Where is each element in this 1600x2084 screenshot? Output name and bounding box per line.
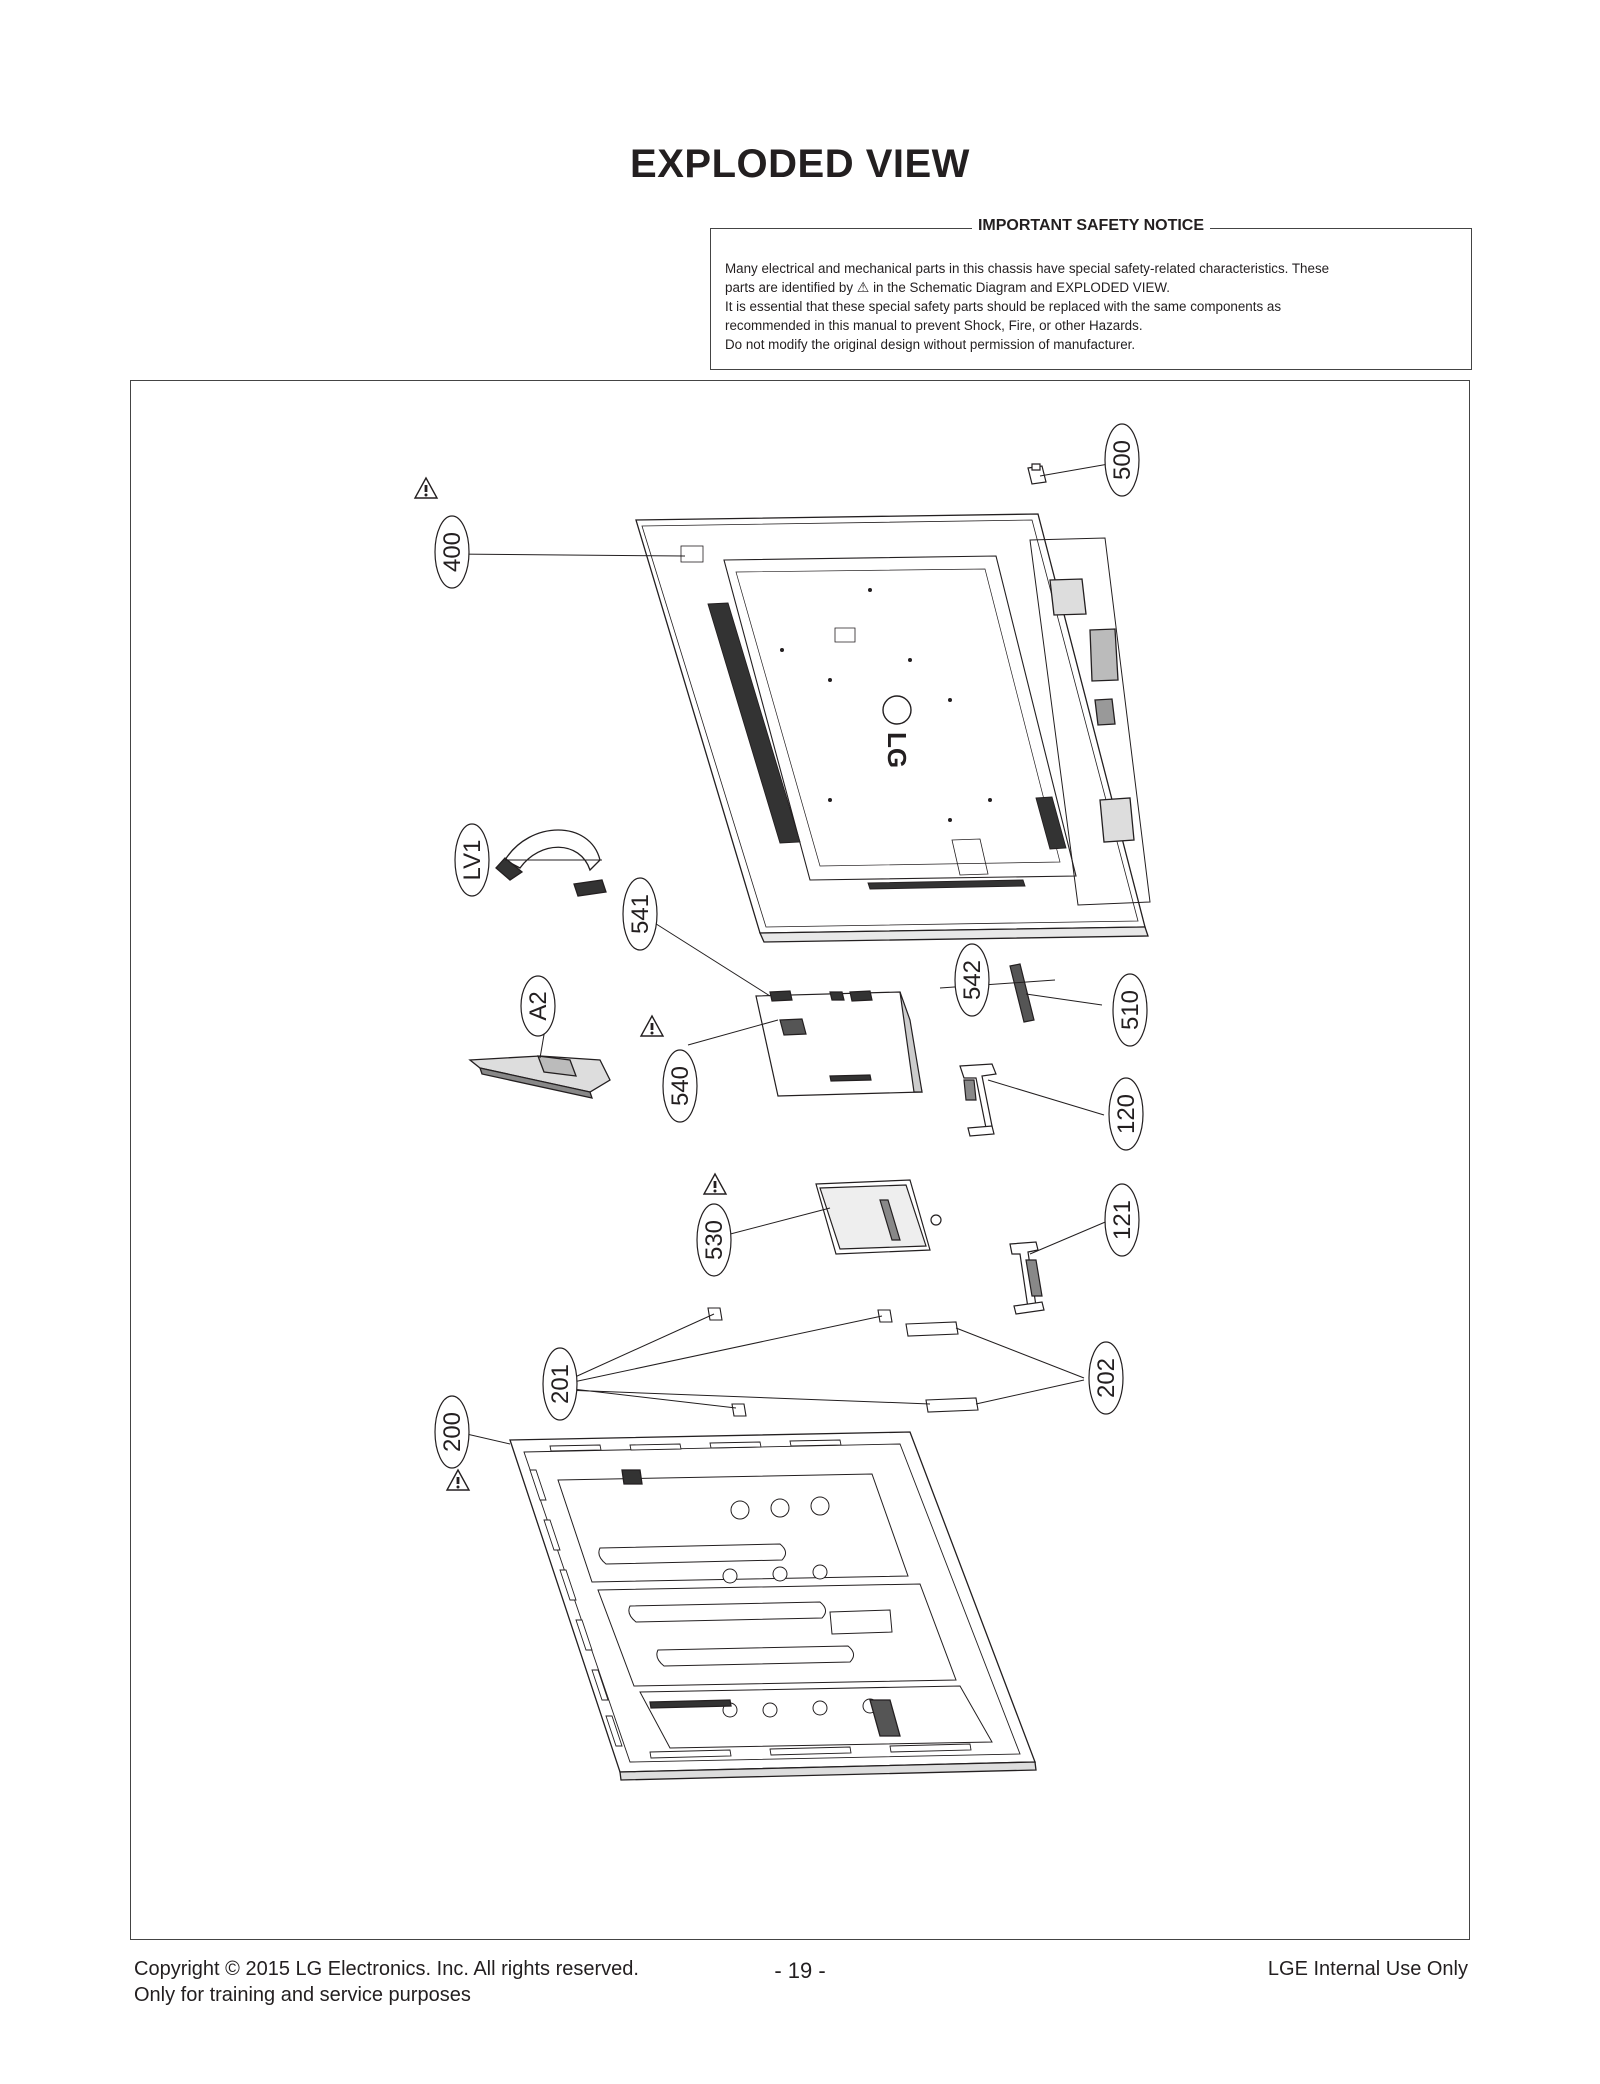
lg-logo-icon: LG (882, 695, 912, 768)
notice-line-1: Many electrical and mechanical parts in … (725, 261, 1330, 276)
internal-use-text: LGE Internal Use Only (1267, 1958, 1468, 1980)
warning-triangle-icon (640, 1015, 664, 1037)
part-121-bracket (1009, 1241, 1045, 1315)
svg-text:201: 201 (547, 1364, 574, 1404)
part-a2-assembly (468, 1055, 611, 1099)
part-500-bracket (1027, 463, 1047, 485)
svg-text:202: 202 (1093, 1358, 1120, 1398)
callout-120: 120 (1108, 1077, 1144, 1151)
callout-500: 500 (1104, 423, 1140, 497)
warning-triangle-icon (703, 1173, 727, 1195)
svg-text:200: 200 (439, 1412, 466, 1452)
part-510-bar (1009, 963, 1035, 1023)
notice-line-3: It is essential that these special safet… (725, 299, 1282, 314)
svg-text:540: 540 (667, 1066, 694, 1106)
svg-text:400: 400 (439, 532, 466, 572)
safety-notice-title: IMPORTANT SAFETY NOTICE (971, 217, 1211, 234)
vent-grille (707, 602, 1067, 890)
part-202-clips (905, 1321, 979, 1413)
diagram-frame (130, 380, 1470, 1940)
callout-540: 540 (662, 1049, 698, 1123)
callout-202: 202 (1088, 1341, 1124, 1415)
callout-542: 542 (954, 943, 990, 1017)
svg-text:530: 530 (701, 1220, 728, 1260)
svg-text:120: 120 (1113, 1094, 1140, 1134)
callout-200: 200 (434, 1395, 470, 1469)
warning-triangle-icon (414, 477, 438, 499)
callout-541: 541 (622, 877, 658, 951)
callout-201: 201 (542, 1347, 578, 1421)
back-plate-part (509, 1431, 1037, 1781)
svg-text:LV1: LV1 (459, 840, 486, 881)
footer-left: Copyright © 2015 LG Electronics. Inc. Al… (134, 1956, 639, 2008)
callout-400: 400 (434, 515, 470, 589)
training-text: Only for training and service purposes (134, 1984, 471, 2006)
part-120-bracket (959, 1063, 997, 1137)
safety-notice-body: Many electrical and mechanical parts in … (725, 259, 1457, 354)
safety-notice-box: IMPORTANT SAFETY NOTICE Many electrical … (710, 217, 1472, 370)
callout-530: 530 (696, 1203, 732, 1277)
warning-triangle-icon (446, 1469, 470, 1491)
power-board-part (815, 1179, 942, 1255)
callout-121: 121 (1104, 1183, 1140, 1257)
back-cover-part: LG (635, 513, 1151, 943)
callout-510: 510 (1112, 973, 1148, 1047)
svg-text:121: 121 (1109, 1200, 1136, 1240)
copyright-text: Copyright © 2015 LG Electronics. Inc. Al… (134, 1958, 639, 1980)
notice-line-5: Do not modify the original design withou… (725, 337, 1136, 352)
notice-line-2: parts are identified by ⚠ in the Schemat… (725, 279, 1171, 295)
page-number: - 19 - (774, 1958, 826, 1983)
svg-text:LG: LG (882, 732, 912, 768)
svg-text:500: 500 (1109, 440, 1136, 480)
page-title: EXPLODED VIEW (630, 142, 970, 186)
svg-text:542: 542 (959, 960, 986, 1000)
callout-a2: A2 (520, 975, 556, 1037)
callout-lv1: LV1 (454, 823, 490, 897)
lvds-cable-part (495, 829, 607, 897)
notice-line-4: recommended in this manual to prevent Sh… (725, 318, 1143, 333)
warning-triangle-icon: ⚠ (856, 279, 870, 295)
svg-text:541: 541 (627, 894, 654, 934)
svg-text:510: 510 (1117, 990, 1144, 1030)
exploded-view-diagram: LG (414, 423, 1151, 1781)
main-board-part (755, 990, 923, 1097)
svg-text:A2: A2 (525, 991, 552, 1020)
part-201-clips (707, 1307, 893, 1417)
